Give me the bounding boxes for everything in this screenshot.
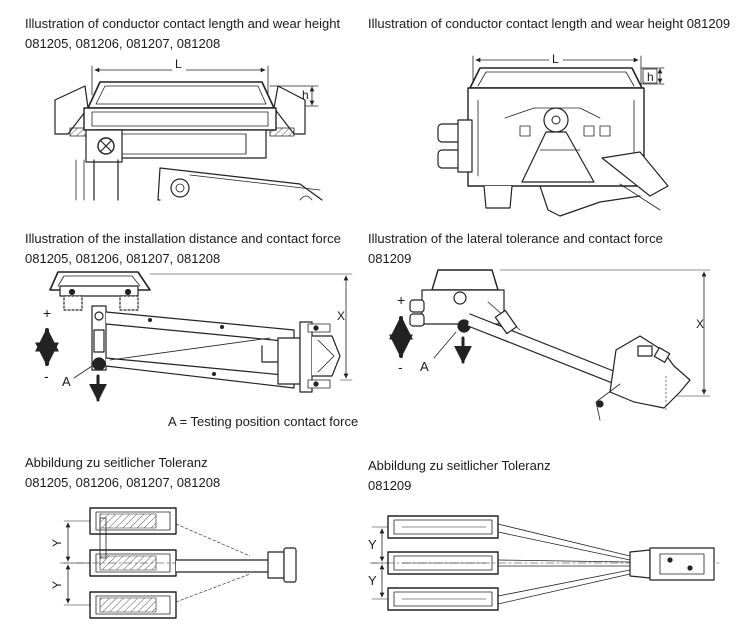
drawing-lateral-tolerance-081209: X + - A <box>389 269 711 421</box>
caption-line: 081209 <box>368 251 412 266</box>
tolerance-label: Y <box>368 537 377 552</box>
caption-line: Abbildung zu seitlicher Toleranz <box>25 455 208 470</box>
point-a-label: A <box>62 374 71 389</box>
caption-line: Illustration of the installation distanc… <box>25 231 341 246</box>
caption-line: 081209 <box>368 478 412 493</box>
testing-position-note: A = Testing position contact force <box>168 414 359 429</box>
caption-lateral-tolerance: Illustration of the lateral tolerance an… <box>368 229 663 269</box>
dimension-label: X <box>337 309 345 323</box>
caption-contact-length-081205: Illustration of conductor contact length… <box>25 14 340 54</box>
drawing-installation-distance: X + - A <box>35 271 353 402</box>
minus-label: - <box>44 368 49 384</box>
plus-label: + <box>43 305 51 321</box>
dimension-label: L <box>552 52 559 66</box>
tolerance-label: Y <box>50 581 64 589</box>
tolerance-label: Y <box>50 539 64 547</box>
caption-line: 081205, 081206, 081207, 081208 <box>25 475 221 490</box>
caption-line: 081205, 081206, 081207, 081208 <box>25 36 221 51</box>
dimension-label: X <box>696 317 704 331</box>
plus-label: + <box>397 292 405 308</box>
caption-lateral-tolerance-de-081209: Abbildung zu seitlicher Toleranz 081209 <box>368 456 551 496</box>
caption-line: Illustration of conductor contact length… <box>25 16 341 31</box>
dimension-label: h <box>647 70 654 84</box>
dimension-label: L <box>175 57 182 71</box>
drawing-lateral-tolerance-de-081205: Y Y <box>50 507 297 619</box>
tolerance-label: Y <box>368 573 377 588</box>
caption-line: 081205, 081206, 081207, 081208 <box>25 251 221 266</box>
minus-label: - <box>398 359 403 375</box>
dimension-label: h <box>302 88 309 102</box>
drawing-contact-length-081205: L h <box>54 57 323 201</box>
drawing-lateral-tolerance-de-081209: Y Y <box>368 515 721 611</box>
point-a-label: A <box>420 359 429 374</box>
caption-line: Illustration of conductor contact length… <box>368 16 731 31</box>
caption-line: Abbildung zu seitlicher Toleranz <box>368 458 551 473</box>
caption-lateral-tolerance-de-081205: Abbildung zu seitlicher Toleranz 081205,… <box>25 453 220 493</box>
caption-installation-distance: Illustration of the installation distanc… <box>25 229 341 269</box>
caption-line: Illustration of the lateral tolerance an… <box>368 231 663 246</box>
caption-contact-length-081209: Illustration of conductor contact length… <box>368 14 730 34</box>
drawing-contact-length-081209: L h <box>437 52 669 217</box>
